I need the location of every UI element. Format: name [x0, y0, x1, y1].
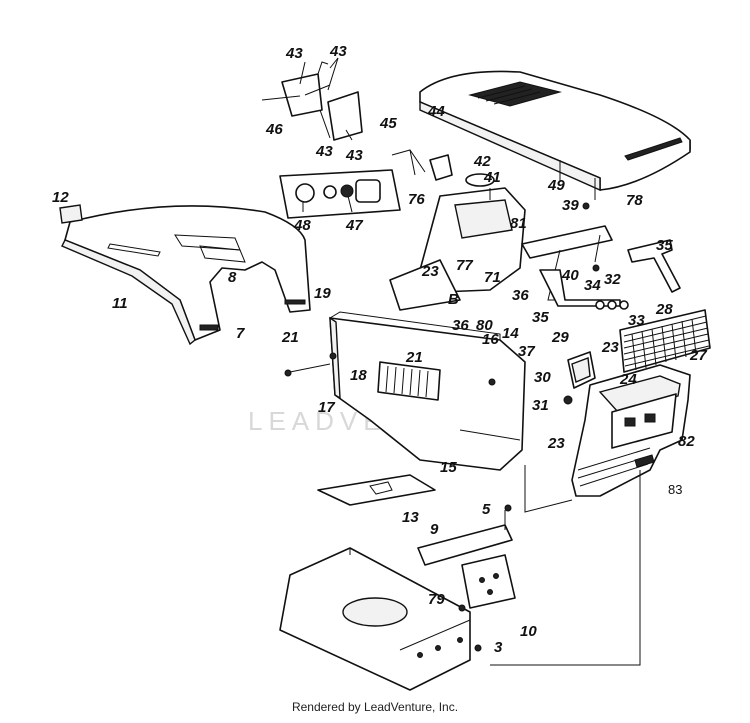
bolt-part-17	[284, 363, 331, 377]
callout-3: 3	[494, 639, 503, 656]
lower-front-panel-part	[329, 311, 526, 471]
callout-35-b: 35	[532, 309, 549, 326]
footer-credit: Rendered by LeadVenture, Inc.	[291, 700, 459, 714]
callout-14: 14	[502, 325, 519, 342]
callout-23-a: 23	[421, 263, 439, 280]
hood-part	[419, 70, 691, 192]
callout-36-b: 36	[452, 317, 469, 334]
callout-33: 33	[628, 312, 645, 329]
callout-7: 7	[236, 325, 245, 342]
hardware-part-32-33	[592, 264, 629, 310]
callout-76: 76	[408, 191, 425, 208]
leader-nose	[524, 465, 573, 513]
front-nose-part	[571, 364, 691, 497]
callout-43-c: 43	[315, 143, 333, 160]
frame-bracket-part-10	[461, 554, 516, 609]
callout-32: 32	[604, 271, 621, 288]
callout-34: 34	[584, 277, 601, 294]
callout-43-b: 43	[329, 43, 347, 60]
callout-45: 45	[379, 115, 397, 132]
callout-23-c: 23	[547, 435, 565, 452]
callout-81: 81	[510, 215, 527, 232]
callout-15: 15	[440, 459, 457, 476]
callout-49: 49	[547, 177, 565, 194]
front-grille-part	[619, 309, 711, 373]
callout-28: 28	[655, 301, 673, 318]
callout-24: 24	[619, 371, 637, 388]
callout-labels: 12 11 8 7 43 43 43 43 46 48 47 45 44 42 …	[52, 43, 707, 656]
callout-8: 8	[228, 269, 237, 286]
dash-panel-part	[389, 187, 526, 311]
leader-83	[490, 470, 641, 666]
callout-44: 44	[427, 103, 445, 120]
callout-47: 47	[345, 217, 363, 234]
callout-79: 79	[428, 591, 445, 608]
floor-plate-part	[317, 474, 436, 506]
callout-21-b: 21	[405, 349, 423, 366]
steering-post-part	[391, 149, 495, 187]
left-side-panel-part	[61, 205, 311, 346]
callout-37: 37	[518, 343, 535, 360]
callout-16: 16	[482, 331, 499, 348]
callout-77: 77	[456, 257, 473, 274]
callout-39: 39	[562, 197, 579, 214]
callout-35-a: 35	[656, 237, 673, 254]
callout-82: 82	[678, 433, 695, 450]
callout-9: 9	[430, 521, 439, 538]
callout-13: 13	[402, 509, 419, 526]
callout-11: 11	[112, 295, 128, 312]
callout-43-a: 43	[285, 45, 303, 62]
callout-27: 27	[689, 347, 707, 364]
hinge-brackets-part	[261, 57, 363, 141]
callout-43-d: 43	[345, 147, 363, 164]
callout-46: 46	[265, 121, 283, 138]
callout-19: 19	[314, 285, 331, 302]
callout-36-a: 36	[512, 287, 529, 304]
callout-23-b: 23	[601, 339, 619, 356]
callout-40: 40	[561, 267, 579, 284]
callout-42: 42	[473, 153, 491, 170]
hood-support-brackets-part	[521, 202, 681, 307]
callout-31: 31	[532, 397, 549, 414]
callout-78: 78	[626, 192, 643, 209]
frame-bracket-part-9	[417, 510, 513, 566]
callout-10: 10	[520, 623, 537, 640]
callout-B: B	[448, 291, 459, 308]
callout-29: 29	[551, 329, 569, 346]
callout-83: 83	[668, 482, 682, 497]
callout-18: 18	[350, 367, 367, 384]
callout-71: 71	[484, 269, 501, 286]
ignition-switch-part	[279, 169, 401, 219]
callout-21-a: 21	[281, 329, 299, 346]
callout-80: 80	[476, 317, 493, 334]
headlight-part	[563, 351, 596, 405]
callout-48: 48	[293, 217, 311, 234]
callout-5: 5	[482, 501, 491, 518]
callout-17: 17	[318, 399, 335, 416]
callout-41: 41	[483, 169, 501, 186]
hardware-part-3-5-79	[458, 504, 512, 652]
callout-30: 30	[534, 369, 551, 386]
decal-part-12	[59, 204, 83, 224]
callout-12: 12	[52, 189, 69, 206]
chassis-frame-part	[279, 547, 471, 691]
